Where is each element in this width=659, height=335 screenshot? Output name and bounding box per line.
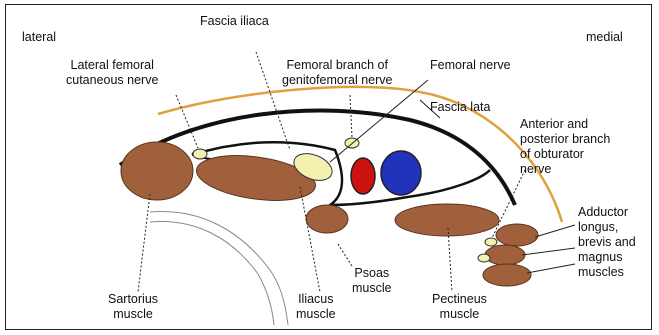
label-iliacus-muscle: Iliacus muscle bbox=[296, 292, 336, 322]
label-fascia-lata: Fascia lata bbox=[430, 100, 490, 115]
leader-femoral-branch bbox=[350, 95, 352, 137]
adductor-longus-muscle bbox=[496, 224, 538, 246]
label-fascia-iliaca: Fascia iliaca bbox=[200, 14, 269, 29]
adductor-magnus-muscle bbox=[483, 264, 531, 286]
pelvis-outline-inner bbox=[150, 221, 274, 325]
label-femoral-nerve: Femoral nerve bbox=[430, 58, 511, 73]
sartorius-muscle bbox=[121, 142, 193, 200]
obturator-nerve-anterior bbox=[485, 238, 497, 246]
label-psoas-muscle: Psoas muscle bbox=[352, 266, 392, 296]
label-adductor-muscles: Adductor longus, brevis and magnus muscl… bbox=[578, 205, 636, 280]
pectineus-muscle bbox=[395, 204, 499, 236]
psoas-muscle bbox=[306, 205, 348, 233]
label-lateral-femoral-cutaneous-nerve: Lateral femoral cutaneous nerve bbox=[66, 58, 158, 88]
label-medial: medial bbox=[586, 30, 623, 45]
leader-pectineus bbox=[448, 228, 452, 292]
obturator-nerve-posterior bbox=[478, 254, 490, 262]
leader-adductor-1 bbox=[535, 225, 575, 237]
leader-psoas bbox=[338, 244, 352, 266]
leader-iliacus bbox=[300, 187, 320, 292]
pelvis-outline bbox=[150, 212, 288, 325]
lateral-femoral-cutaneous-nerve bbox=[193, 149, 207, 159]
leader-sartorius bbox=[138, 194, 150, 292]
label-pectineus-muscle: Pectineus muscle bbox=[432, 292, 487, 322]
fascia-lata-line bbox=[158, 87, 562, 222]
leader-adductor-3 bbox=[527, 264, 575, 273]
label-femoral-branch-genitofemoral: Femoral branch of genitofemoral nerve bbox=[282, 58, 392, 88]
label-obturator-nerve-branches: Anterior and posterior branch of obturat… bbox=[520, 117, 610, 177]
femoral-artery bbox=[351, 158, 375, 194]
femoral-vein bbox=[381, 151, 421, 195]
label-lateral: lateral bbox=[22, 30, 56, 45]
label-sartorius-muscle: Sartorius muscle bbox=[108, 292, 158, 322]
leader-adductor-2 bbox=[522, 248, 575, 255]
adductor-brevis-muscle bbox=[485, 245, 525, 265]
leader-lateral-femoral-cutaneous bbox=[176, 95, 198, 148]
